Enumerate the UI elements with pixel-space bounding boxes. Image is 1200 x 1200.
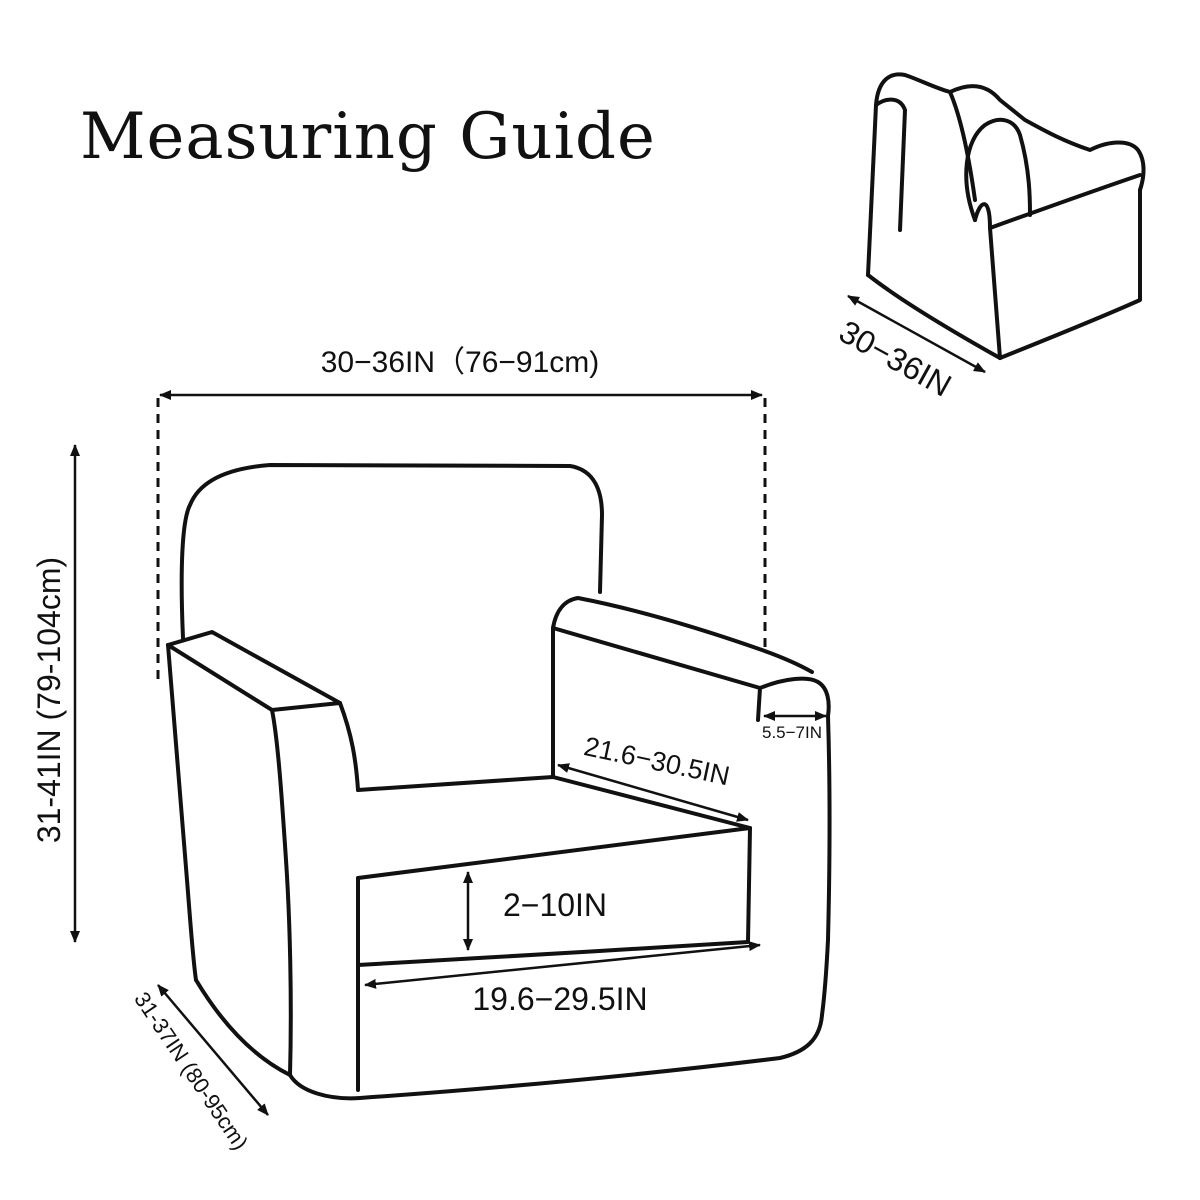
side-depth-arrow <box>847 294 986 374</box>
depth-arrow <box>157 984 269 1116</box>
chair-back <box>179 463 604 640</box>
side-chair-outline <box>866 72 1146 360</box>
height-label: 31-41IN (79-104cm) <box>31 557 67 843</box>
seat-depth-label: 21.6−30.5IN <box>581 731 732 791</box>
chair-base <box>288 1013 824 1101</box>
seat-width-label: 19.6−29.5IN <box>472 981 647 1017</box>
seat-cushion <box>356 775 752 880</box>
left-arm <box>166 630 360 792</box>
cushion-thickness-label: 2−10IN <box>503 887 607 923</box>
arm-width-label: 5.5−7IN <box>762 723 822 742</box>
page-title: Measuring Guide <box>80 100 656 174</box>
side-depth-label: 30−36IN <box>833 313 957 404</box>
seat-depth-arrow <box>557 763 749 822</box>
seat-width-arrow <box>364 941 761 989</box>
depth-label: 31-37IN (80-95cm) <box>129 987 253 1154</box>
overall-width-label: 30−36IN（76−91cm) <box>321 346 600 379</box>
right-arm <box>551 596 814 674</box>
